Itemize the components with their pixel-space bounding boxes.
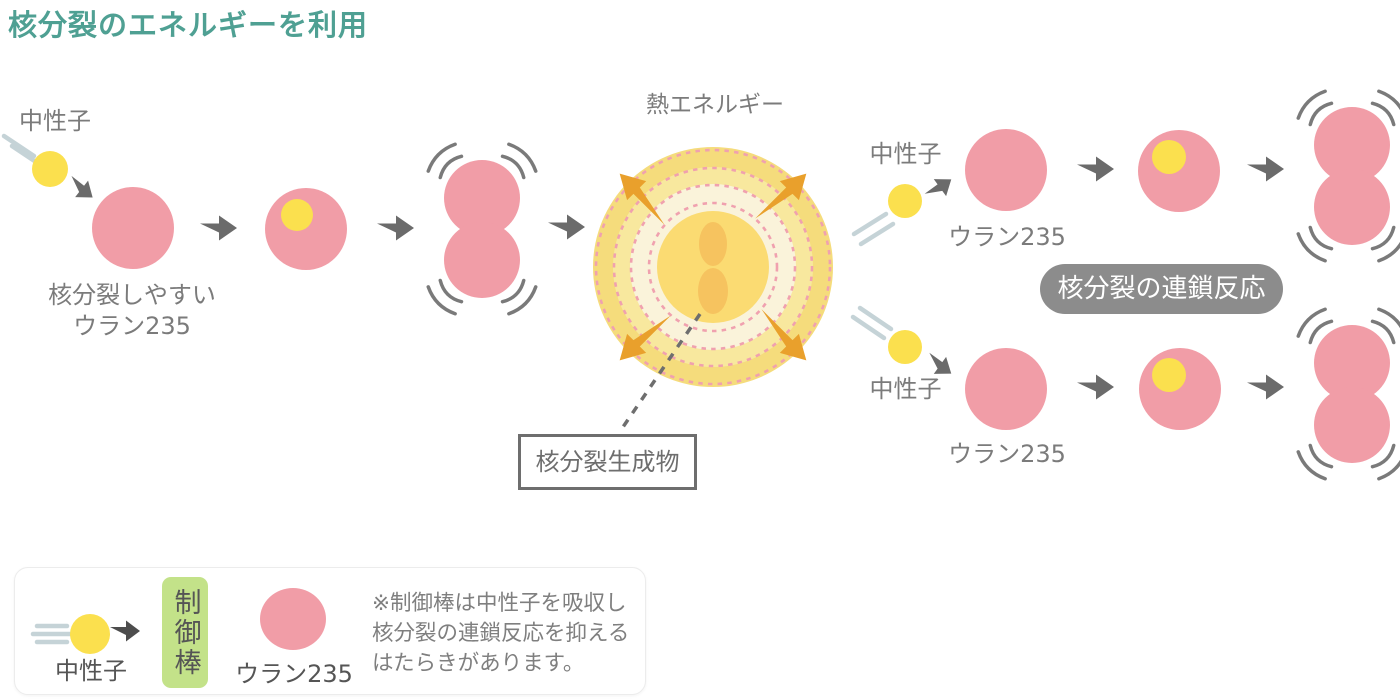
step-arrow-icon bbox=[1247, 156, 1284, 182]
fission-products-callout: 核分裂生成物 bbox=[518, 434, 697, 490]
page-title: 核分裂のエネルギーを利用 bbox=[8, 8, 369, 42]
splitting-nucleus bbox=[1295, 306, 1400, 482]
neutron-icon bbox=[70, 614, 110, 654]
absorb-arrow-icon bbox=[110, 620, 140, 642]
uranium-label: ウラン235 bbox=[948, 223, 1066, 251]
neutron-speed-lines bbox=[851, 211, 896, 247]
chain-reaction-badge: 核分裂の連鎖反応 bbox=[1040, 264, 1283, 314]
step-arrow-icon bbox=[548, 214, 585, 240]
heat-energy-label: 熱エネルギー bbox=[646, 92, 784, 118]
note-line-1: ※制御棒は中性子を吸収し bbox=[372, 591, 627, 616]
uranium-with-absorbed-neutron bbox=[1138, 130, 1220, 212]
fission-product-icon bbox=[698, 268, 728, 314]
legend-uranium-label: ウラン235 bbox=[235, 660, 353, 688]
neutron-label: 中性子 bbox=[19, 107, 91, 135]
uranium-caption-line1: 核分裂しやすい bbox=[48, 281, 216, 309]
splitting-nucleus bbox=[1295, 88, 1400, 264]
neutron-impact-arrow-icon bbox=[62, 170, 100, 206]
step-arrow-icon bbox=[200, 215, 237, 241]
neutron-label: 中性子 bbox=[869, 375, 942, 403]
uranium-nucleus bbox=[92, 187, 174, 269]
note-line-3: はたらきがあります。 bbox=[372, 651, 585, 676]
control-rod-badge: 制御棒 bbox=[162, 577, 208, 688]
uranium-caption-line2: ウラン235 bbox=[73, 312, 191, 340]
step-arrow-icon bbox=[1247, 374, 1284, 400]
fission-product-icon bbox=[699, 222, 727, 266]
uranium-nucleus bbox=[965, 129, 1047, 211]
neutron-icon bbox=[32, 151, 68, 187]
uranium-with-absorbed-neutron bbox=[1139, 348, 1221, 430]
neutron-speed-lines bbox=[850, 305, 894, 341]
control-rod-note: ※制御棒は中性子を吸収し 核分裂の連鎖反応を抑える はたらきがあります。 bbox=[372, 589, 629, 679]
legend-neutron-label: 中性子 bbox=[55, 657, 127, 685]
step-arrow-icon bbox=[377, 215, 414, 241]
uranium-nucleus bbox=[260, 588, 326, 650]
neutron-speed-lines bbox=[30, 623, 73, 645]
heat-energy-burst bbox=[593, 147, 833, 387]
step-arrow-icon bbox=[1077, 374, 1114, 400]
note-line-2: 核分裂の連鎖反応を抑える bbox=[372, 621, 630, 646]
splitting-nucleus bbox=[425, 141, 539, 317]
uranium-nucleus bbox=[965, 348, 1047, 430]
uranium-with-absorbed-neutron bbox=[265, 188, 347, 270]
neutron-icon bbox=[888, 184, 922, 218]
uranium-label: ウラン235 bbox=[948, 440, 1066, 468]
neutron-impact-arrow-icon bbox=[920, 170, 958, 206]
step-arrow-icon bbox=[1077, 156, 1114, 182]
neutron-icon bbox=[888, 330, 922, 364]
fission-products-pointer-line bbox=[619, 313, 702, 431]
uranium-caption: 核分裂しやすい ウラン235 bbox=[26, 280, 238, 342]
neutron-label: 中性子 bbox=[869, 140, 942, 168]
